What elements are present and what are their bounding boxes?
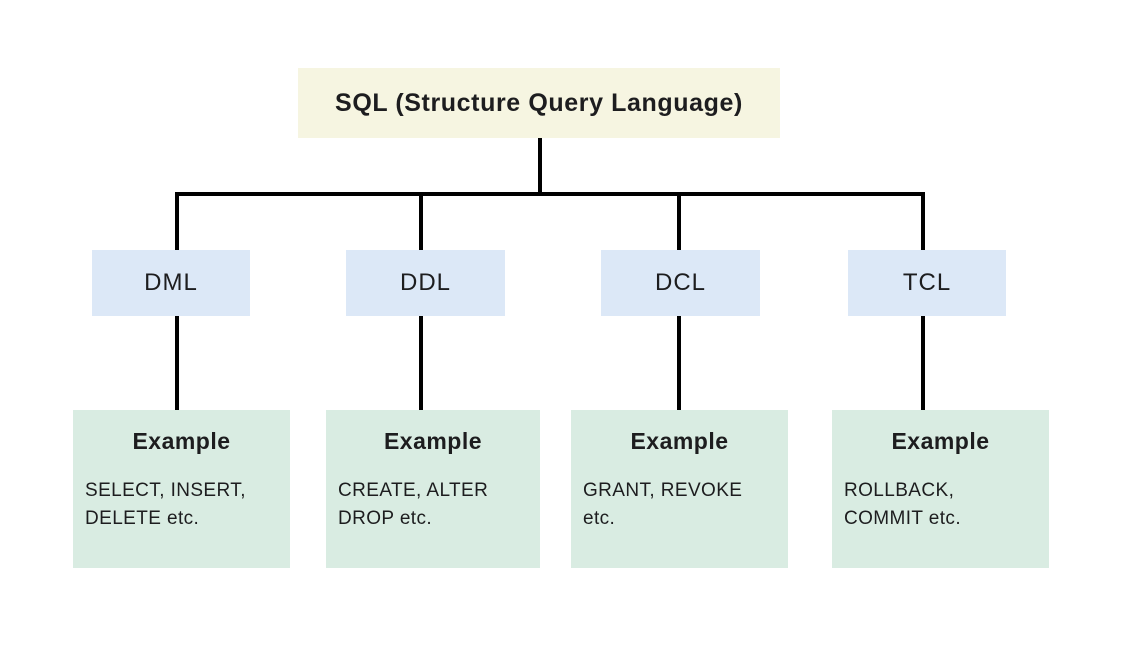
node-dml-label: DML (144, 269, 198, 296)
connector-drop-dcl (677, 192, 681, 250)
connector-dml-example (175, 316, 179, 410)
node-dcl: DCL (601, 250, 760, 316)
node-ddl: DDL (346, 250, 505, 316)
root-node-label: SQL (Structure Query Language) (335, 88, 743, 117)
connector-root-stem (538, 138, 542, 196)
node-dml: DML (92, 250, 250, 316)
example-node-dml: Example SELECT, INSERT, DELETE etc. (73, 410, 290, 568)
example-title-dcl: Example (630, 428, 729, 454)
root-node-sql: SQL (Structure Query Language) (298, 68, 780, 138)
example-body-dcl: GRANT, REVOKE etc. (583, 480, 743, 529)
connector-dcl-example (677, 316, 681, 410)
connector-tcl-example (921, 316, 925, 410)
example-node-dcl: Example GRANT, REVOKE etc. (571, 410, 788, 568)
example-title-dml: Example (132, 428, 231, 454)
example-node-tcl: Example ROLLBACK, COMMIT etc. (832, 410, 1049, 568)
connector-drop-ddl (419, 192, 423, 250)
example-body-dml: SELECT, INSERT, DELETE etc. (85, 480, 246, 529)
example-body-tcl: ROLLBACK, COMMIT etc. (844, 480, 961, 529)
connector-drop-tcl (921, 192, 925, 250)
node-dcl-label: DCL (654, 269, 706, 296)
example-node-ddl: Example CREATE, ALTER DROP etc. (326, 410, 540, 568)
node-tcl: TCL (848, 250, 1006, 316)
connector-ddl-example (419, 316, 423, 410)
example-title-tcl: Example (891, 428, 990, 454)
connector-drop-dml (175, 192, 179, 250)
example-title-ddl: Example (383, 428, 483, 454)
node-tcl-label: TCL (902, 269, 952, 296)
connector-horizontal-bar (175, 192, 925, 196)
example-body-ddl: CREATE, ALTER DROP etc. (338, 480, 489, 529)
node-ddl-label: DDL (399, 269, 451, 296)
